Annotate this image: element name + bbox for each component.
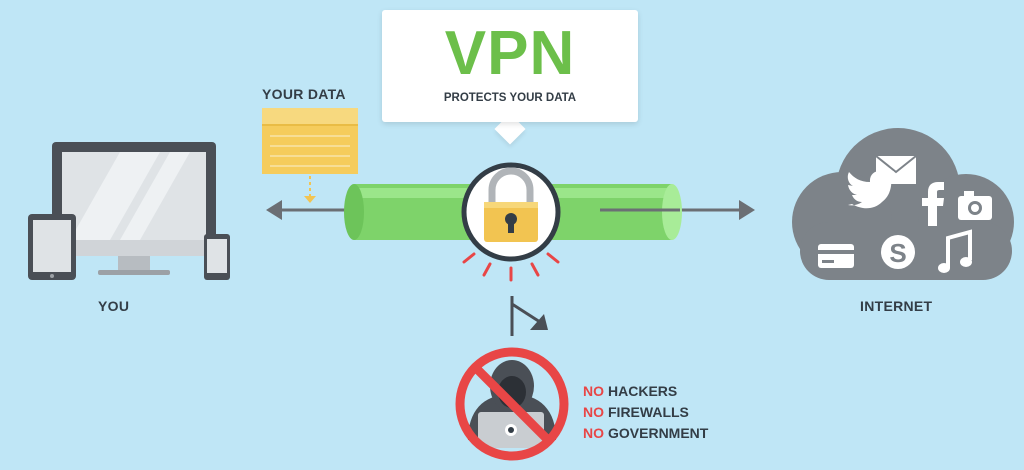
desktop-monitor-icon <box>52 142 216 275</box>
blocked-item-text: GOVERNMENT <box>608 425 709 441</box>
vpn-subtitle: PROTECTS YOUR DATA <box>443 92 577 104</box>
twitter-icon <box>847 170 897 209</box>
padlock-icon <box>461 162 561 282</box>
camera-icon <box>958 191 992 220</box>
no-prefix: NO <box>583 404 604 420</box>
vpn-speech-bubble: VPN PROTECTS YOUR DATA <box>382 10 638 122</box>
phone-icon <box>204 234 230 280</box>
internet-label: INTERNET <box>860 298 933 314</box>
forbidden-icon <box>455 347 569 461</box>
deflect-arrow <box>510 296 548 336</box>
blocked-item-text: FIREWALLS <box>608 404 689 420</box>
no-prefix: NO <box>583 383 604 399</box>
music-note-icon <box>938 229 972 273</box>
vpn-title: VPN <box>444 19 576 88</box>
no-prefix: NO <box>583 425 604 441</box>
your-data-label: YOUR DATA <box>262 86 346 102</box>
folder-icon <box>262 108 358 203</box>
you-label: YOU <box>98 298 130 314</box>
blocked-item-text: HACKERS <box>608 383 678 399</box>
facebook-icon <box>922 182 944 226</box>
credit-card-icon <box>818 244 854 268</box>
skype-icon: S <box>881 235 915 269</box>
tablet-icon <box>28 214 76 280</box>
svg-text:S: S <box>889 238 906 268</box>
